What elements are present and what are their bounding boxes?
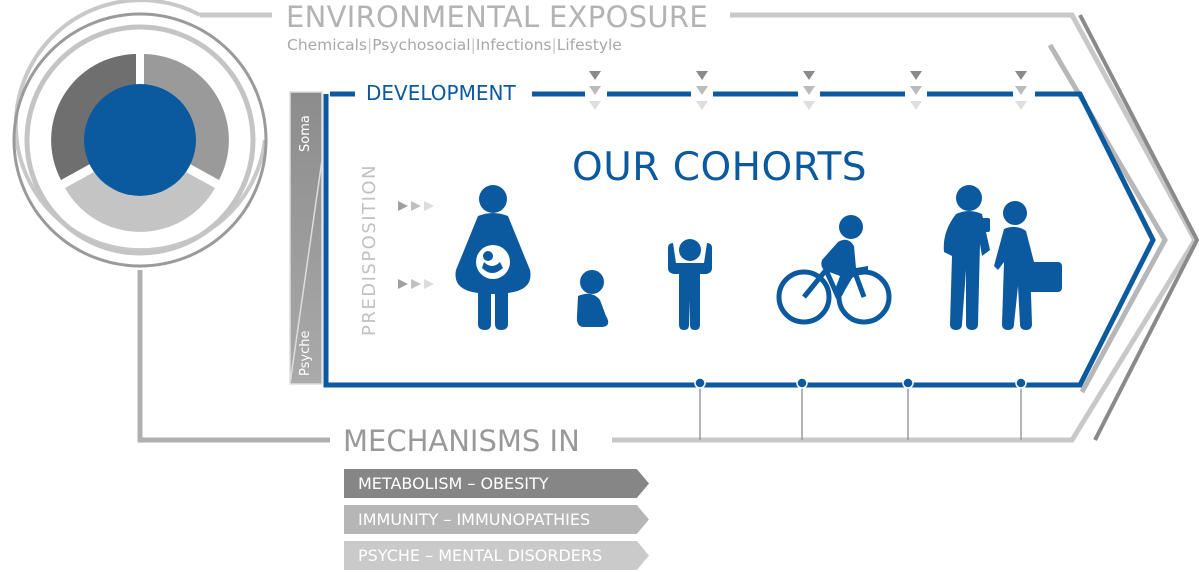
predisposition-arrows — [398, 201, 434, 289]
inner-ring — [24, 24, 256, 256]
environmental-exposure-title: ENVIRONMENTAL EXPOSURE — [286, 0, 709, 34]
category-separator: | — [551, 36, 557, 54]
adolescent-couple-icon — [943, 185, 1062, 330]
pregnant-woman-icon — [455, 185, 531, 330]
mechanism-tag-metabolism: METABOLISM – OBESITY — [344, 469, 649, 498]
exposure-markers — [589, 71, 1027, 110]
category-separator: | — [470, 36, 476, 54]
child-icon — [668, 239, 712, 330]
connector-dot — [1015, 377, 1027, 389]
mechanism-tag-psyche: PSYCHE – MENTAL DISORDERS — [344, 541, 649, 570]
mech-frame-line — [137, 270, 330, 443]
exposure-marker-1 — [589, 71, 601, 110]
category-lifestyle: Lifestyle — [556, 36, 622, 54]
mechanism-connectors — [694, 377, 1027, 440]
cohort-frame — [323, 91, 1156, 388]
connector-dot — [694, 377, 706, 389]
soma-psyche-divider — [289, 91, 323, 385]
arrow-2c — [424, 279, 434, 289]
cohorts-title: OUR COHORTS — [572, 145, 868, 190]
development-label: DEVELOPMENT — [366, 81, 516, 105]
mechanisms-title: MECHANISMS IN — [343, 424, 580, 458]
cyclist-icon — [776, 215, 892, 325]
psyche-label: Psyche — [298, 330, 313, 376]
predisposition-label: PREDISPOSITION — [359, 163, 380, 336]
soma-psyche-bar — [290, 92, 322, 384]
connector-dot — [796, 377, 808, 389]
soma-label: Soma — [298, 115, 313, 152]
connector-dot — [902, 377, 914, 389]
category-psychosocial: Psychosocial — [372, 36, 471, 54]
arrow-1a — [398, 201, 408, 211]
exposure-marker-2 — [696, 71, 708, 110]
category-separator: | — [367, 36, 373, 54]
env-frame-line-right — [612, 12, 1198, 443]
outer-ring — [12, 12, 268, 268]
frame-top-right — [323, 91, 1156, 388]
category-chemicals: Chemicals — [287, 36, 367, 54]
category-infections: Infections — [475, 36, 552, 54]
exposure-marker-3 — [803, 71, 815, 110]
donut-center — [84, 84, 196, 196]
baby-icon — [576, 270, 609, 327]
exposure-marker-4 — [910, 71, 922, 110]
arrow-2a — [398, 279, 408, 289]
arrow-1b — [411, 201, 421, 211]
exposure-marker-5 — [1015, 71, 1027, 110]
arrow-1c — [424, 201, 434, 211]
cohort-icons — [455, 185, 1062, 330]
env-frame-line-outer — [1078, 14, 1199, 441]
arrow-2b — [411, 279, 421, 289]
donut-segment-light — [65, 172, 215, 232]
environmental-exposure-categories: Chemicals|Psychosocial|Infections|Lifest… — [287, 36, 622, 54]
donut-segment-mid — [144, 54, 229, 180]
mechanism-tag-immunity: IMMUNITY – IMMUNOPATHIES — [344, 505, 649, 534]
donut-segment-dark — [51, 54, 136, 180]
ring-logo — [12, 0, 268, 268]
